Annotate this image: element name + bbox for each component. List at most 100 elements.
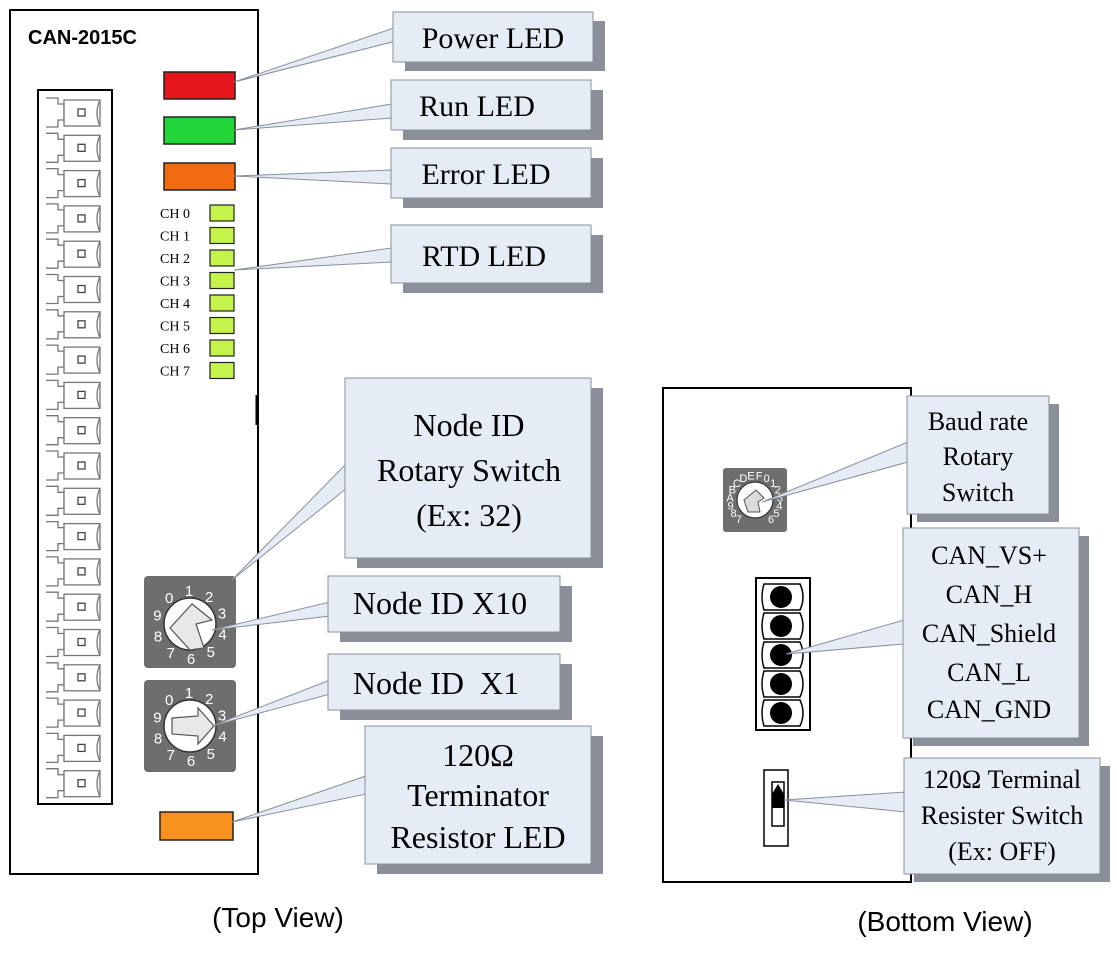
- callout-text: Node ID X10: [353, 585, 527, 621]
- terminal-slot: [46, 167, 101, 199]
- channel-label: CH 0: [160, 207, 190, 222]
- channel-label: CH 7: [160, 365, 190, 380]
- channel-led-indicator: [209, 339, 235, 357]
- rotary-digit: 0: [165, 590, 173, 607]
- run-led: [163, 116, 236, 145]
- channel-led: CH 3: [160, 271, 235, 290]
- callout-text-line2: Resister Switch: [921, 801, 1084, 830]
- baud-dial-char: 4: [776, 501, 782, 513]
- can-pin-l: CAN_L: [947, 658, 1031, 687]
- callout-node-id-x10: Node ID X10: [211, 575, 572, 642]
- channel-led-indicator: [209, 294, 235, 312]
- callout-text-line2: Rotary Switch: [377, 452, 561, 488]
- baud-dial-char: C: [733, 478, 741, 490]
- rotary-digit: 1: [185, 685, 193, 702]
- rtd-channel-leds: CH 0CH 1CH 2CH 3CH 4CH 5CH 6CH 7: [160, 204, 235, 380]
- channel-label: CH 3: [160, 275, 190, 290]
- callout-text-line3: (Ex: OFF): [948, 837, 1056, 866]
- callout-text-line3: Switch: [942, 478, 1014, 507]
- rotary-digit: 8: [154, 628, 162, 645]
- caption-top-view: (Top View): [212, 902, 344, 933]
- can-pin-vs: CAN_VS+: [931, 541, 1047, 570]
- callout-text-line3: (Ex: 32): [416, 497, 522, 533]
- rotary-digit: 9: [153, 709, 161, 726]
- channel-led-indicator: [209, 226, 235, 245]
- can-pin-h: CAN_H: [946, 580, 1033, 609]
- terminal-slot: [46, 203, 101, 234]
- channel-led: CH 1: [160, 226, 235, 245]
- callout-text-line1: 120Ω Terminal: [923, 765, 1081, 794]
- callout-run-led: Run LED: [233, 79, 603, 140]
- switch-lever: [772, 784, 784, 808]
- baud-dial-char: E: [747, 470, 754, 482]
- channel-led-indicator: [209, 249, 235, 267]
- can-pin: [761, 583, 804, 611]
- baud-dial-char: 6: [768, 514, 774, 526]
- terminal-slot: [46, 379, 101, 411]
- channel-label: CH 2: [160, 252, 190, 267]
- terminal-slot: [46, 309, 101, 340]
- baud-dial-char: A: [726, 492, 734, 504]
- terminal-slot: [46, 238, 101, 269]
- terminal-slot: [46, 591, 101, 622]
- terminal-slot: [46, 344, 101, 375]
- terminal-slot: [46, 626, 101, 658]
- terminal-slot: [46, 485, 101, 516]
- channel-led-indicator: [209, 361, 235, 380]
- power-led: [163, 71, 236, 100]
- callout-text: Power LED: [422, 22, 564, 55]
- baud-dial-char: F: [756, 470, 763, 482]
- can-pin: [761, 612, 804, 640]
- terminal-slot: [46, 697, 101, 728]
- terminal-slot: [46, 662, 101, 693]
- can-pin-gnd: CAN_GND: [927, 695, 1051, 724]
- rotary-digit: 3: [218, 606, 226, 623]
- channel-label: CH 6: [160, 342, 190, 357]
- terminal-slot: [46, 520, 101, 552]
- baud-dial-char: 9: [728, 501, 734, 513]
- rotary-digit: 9: [153, 607, 161, 624]
- top-view-module: CAN-2015C CH 0CH 1CH 2CH 3CH 4CH 5CH 6CH…: [9, 9, 259, 875]
- channel-led: CH 7: [160, 361, 235, 380]
- rotary-pointer-x10: [169, 603, 214, 651]
- callout-node-id-rotary: Node ID Rotary Switch (Ex: 32): [231, 377, 603, 581]
- rotary-pointer-x1: [171, 706, 215, 746]
- baud-pointer: [743, 489, 765, 513]
- rotary-digit: 1: [185, 583, 193, 600]
- callout-text: RTD LED: [422, 240, 546, 273]
- terminator-led: [159, 811, 234, 841]
- terminal-slot: [46, 732, 101, 764]
- callout-text: Run LED: [419, 90, 535, 123]
- baud-dial-char: 5: [773, 508, 779, 520]
- baud-dial-char: 7: [736, 514, 742, 526]
- baud-dial-char: 2: [775, 485, 781, 497]
- rotary-digit: 5: [207, 746, 215, 763]
- callout-text-line1: Baud rate: [928, 407, 1028, 436]
- channel-label: CH 5: [160, 320, 190, 335]
- callout-can-pins: CAN_VS+ CAN_H CAN_Shield CAN_L CAN_GND: [785, 527, 1089, 746]
- can-pin: [761, 699, 804, 727]
- baud-dial-char: 8: [731, 508, 737, 520]
- can-pin-shield: CAN_Shield: [922, 619, 1056, 648]
- channel-led-indicator: [209, 204, 235, 222]
- rotary-digit: 2: [205, 589, 213, 606]
- baud-dial-char: D: [739, 473, 747, 485]
- callout-node-id-x1: Node ID X1: [211, 653, 572, 727]
- baud-dial-char: 1: [770, 478, 776, 490]
- callout-text-line1: Node ID: [413, 407, 524, 443]
- terminal-slot: [46, 415, 101, 446]
- channel-led: CH 2: [160, 249, 235, 267]
- channel-led-indicator: [209, 271, 235, 290]
- channel-led: CH 5: [160, 316, 235, 335]
- rotary-digit: 2: [205, 691, 213, 708]
- terminal-switch: [763, 769, 789, 847]
- callout-text: Error LED: [421, 158, 550, 191]
- rotary-digit: 4: [218, 627, 226, 644]
- terminal-slot: [46, 132, 101, 163]
